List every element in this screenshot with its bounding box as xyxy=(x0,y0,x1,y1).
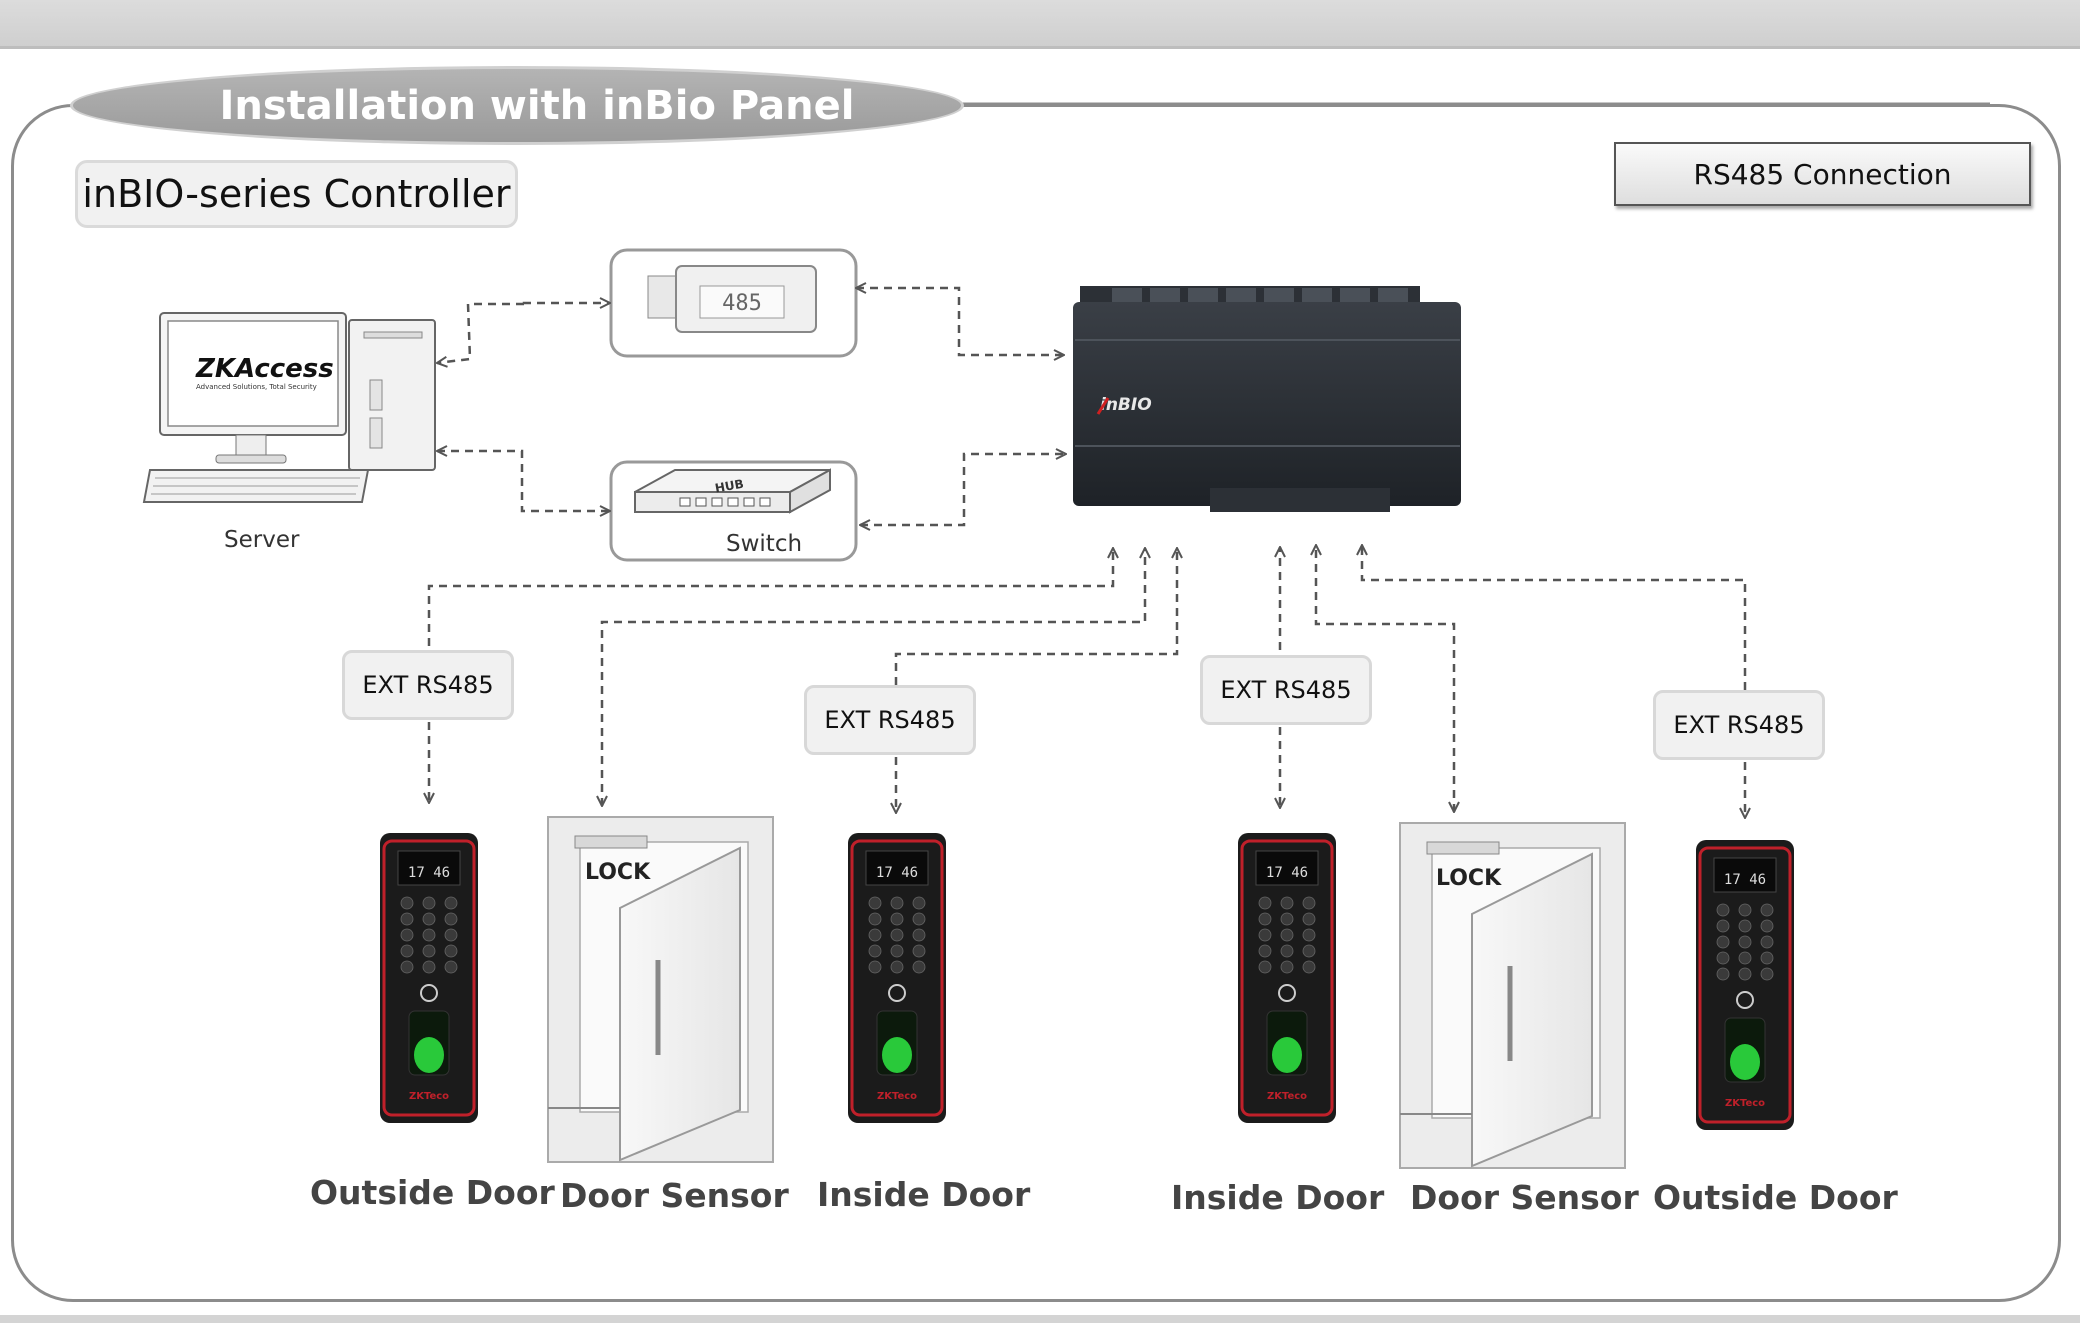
ext-rs485-label-4: EXT RS485 xyxy=(1653,690,1825,760)
reader-brand: ZKTeco xyxy=(1725,1098,1765,1109)
door-sensor-1: LOCK xyxy=(547,816,774,1163)
controller-series-label: inBIO-series Controller xyxy=(75,160,518,228)
server-icon: ZKAccess Advanced Solutions, Total Secur… xyxy=(142,312,436,503)
reader-time: 17 46 xyxy=(876,865,918,881)
ext-rs485-label-2: EXT RS485 xyxy=(804,685,976,755)
rs485-converter-icon: 485 xyxy=(647,265,817,333)
inbio-panel: inBIO xyxy=(1073,286,1461,512)
reader-outside-door-2: 17 46 ZKTeco xyxy=(1696,840,1794,1130)
page-title-text: Installation with inBio Panel xyxy=(219,82,855,129)
server-screen-tagline: Advanced Solutions, Total Security xyxy=(196,383,317,391)
converter-text: 485 xyxy=(722,291,762,316)
reader-brand: ZKTeco xyxy=(877,1091,917,1102)
reader-brand: ZKTeco xyxy=(1267,1091,1307,1102)
top-bar xyxy=(0,0,2080,49)
device-label-inside-door-2: Inside Door xyxy=(1171,1178,1385,1217)
reader-inside-door-2: 17 46 ZKTeco xyxy=(1238,833,1336,1123)
network-switch-icon: HUB xyxy=(634,468,831,514)
door-sensor-2: LOCK xyxy=(1399,822,1626,1169)
device-label-outside-door-2: Outside Door xyxy=(1653,1178,1898,1217)
device-label-door-sensor-2: Door Sensor xyxy=(1410,1178,1639,1217)
reader-time: 17 46 xyxy=(408,865,450,881)
server-label: Server xyxy=(224,527,300,553)
ext-rs485-label-3: EXT RS485 xyxy=(1200,655,1372,725)
device-label-inside-door-1: Inside Door xyxy=(817,1175,1031,1214)
switch-label: Switch xyxy=(726,531,803,557)
page-title: Installation with inBio Panel xyxy=(70,66,964,145)
reader-inside-door-1: 17 46 ZKTeco xyxy=(848,833,946,1123)
hub-text: HUB xyxy=(714,477,745,496)
reader-time: 17 46 xyxy=(1266,865,1308,881)
lock-label-2: LOCK xyxy=(1436,866,1502,891)
lock-label-1: LOCK xyxy=(585,860,651,885)
connection-lines xyxy=(429,288,1745,818)
reader-outside-door-1: 17 46 ZKTeco xyxy=(380,833,478,1123)
reader-brand: ZKTeco xyxy=(409,1091,449,1102)
ext-rs485-label-1: EXT RS485 xyxy=(342,650,514,720)
rs485-connection-button[interactable]: RS485 Connection xyxy=(1614,142,2031,206)
device-label-outside-door-1: Outside Door xyxy=(310,1173,555,1212)
bottom-bar xyxy=(0,1315,2080,1323)
server-screen-logo: ZKAccess xyxy=(195,354,334,384)
panel-brand: inBIO xyxy=(1100,395,1152,415)
reader-time: 17 46 xyxy=(1724,872,1766,888)
device-label-door-sensor-1: Door Sensor xyxy=(560,1176,789,1215)
